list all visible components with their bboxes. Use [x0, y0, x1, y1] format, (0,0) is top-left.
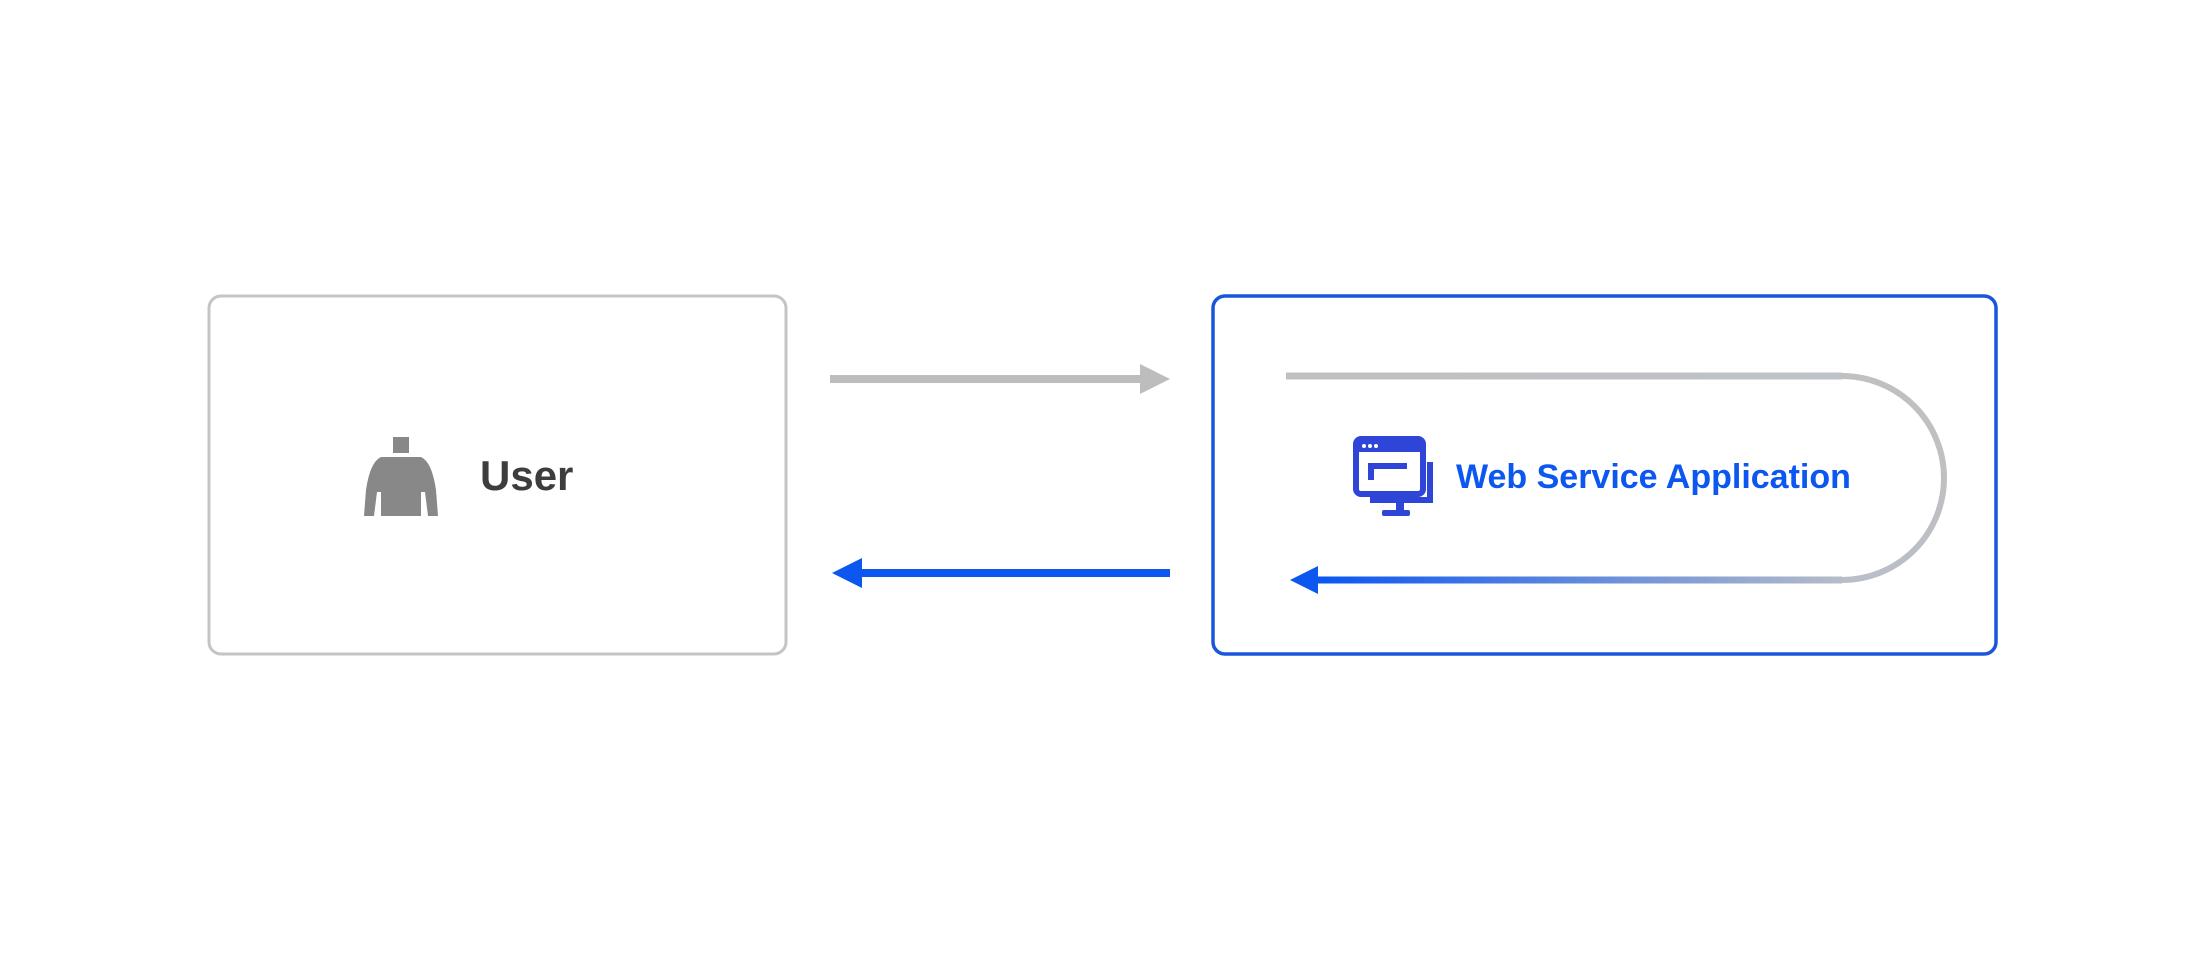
response-arrow: [832, 558, 1170, 588]
web-application-icon: [1353, 436, 1433, 516]
request-arrowhead: [1140, 364, 1170, 394]
web-service-node: Web Service Application: [1211, 294, 1998, 656]
user-label: User: [480, 452, 573, 499]
response-arrowhead: [832, 558, 862, 588]
person-icon: [364, 437, 438, 516]
loop-arrowhead: [1290, 566, 1318, 594]
user-node: User: [207, 294, 788, 656]
request-arrow: [830, 364, 1170, 394]
processing-loop: [1286, 372, 1947, 594]
user-box: [207, 294, 788, 656]
web-service-label: Web Service Application: [1456, 458, 1851, 496]
web-service-box: [1211, 294, 1998, 656]
